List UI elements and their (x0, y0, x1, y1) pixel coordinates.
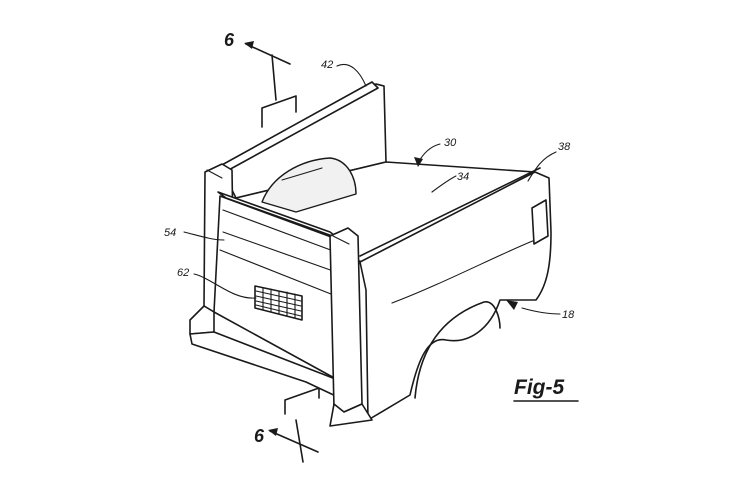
section-mark-bottom: 6 (254, 426, 265, 446)
ref-floor: 34 (457, 171, 469, 183)
ref-side-wall: 38 (558, 141, 571, 153)
ref-panel: 54 (164, 227, 176, 239)
leader-lines (183, 64, 561, 315)
vent-grille (254, 285, 303, 321)
ref-bed-assembly: 30 (444, 137, 457, 149)
section-line-top (244, 41, 297, 128)
section-line-bottom (268, 387, 320, 463)
figure-label: Fig-5 (514, 376, 564, 399)
truck-bed-drawing (189, 81, 552, 427)
ref-fender: 18 (562, 309, 575, 321)
section-mark-top: 6 (224, 30, 235, 50)
ref-vent: 62 (177, 267, 189, 279)
ref-rail: 42 (321, 59, 333, 71)
